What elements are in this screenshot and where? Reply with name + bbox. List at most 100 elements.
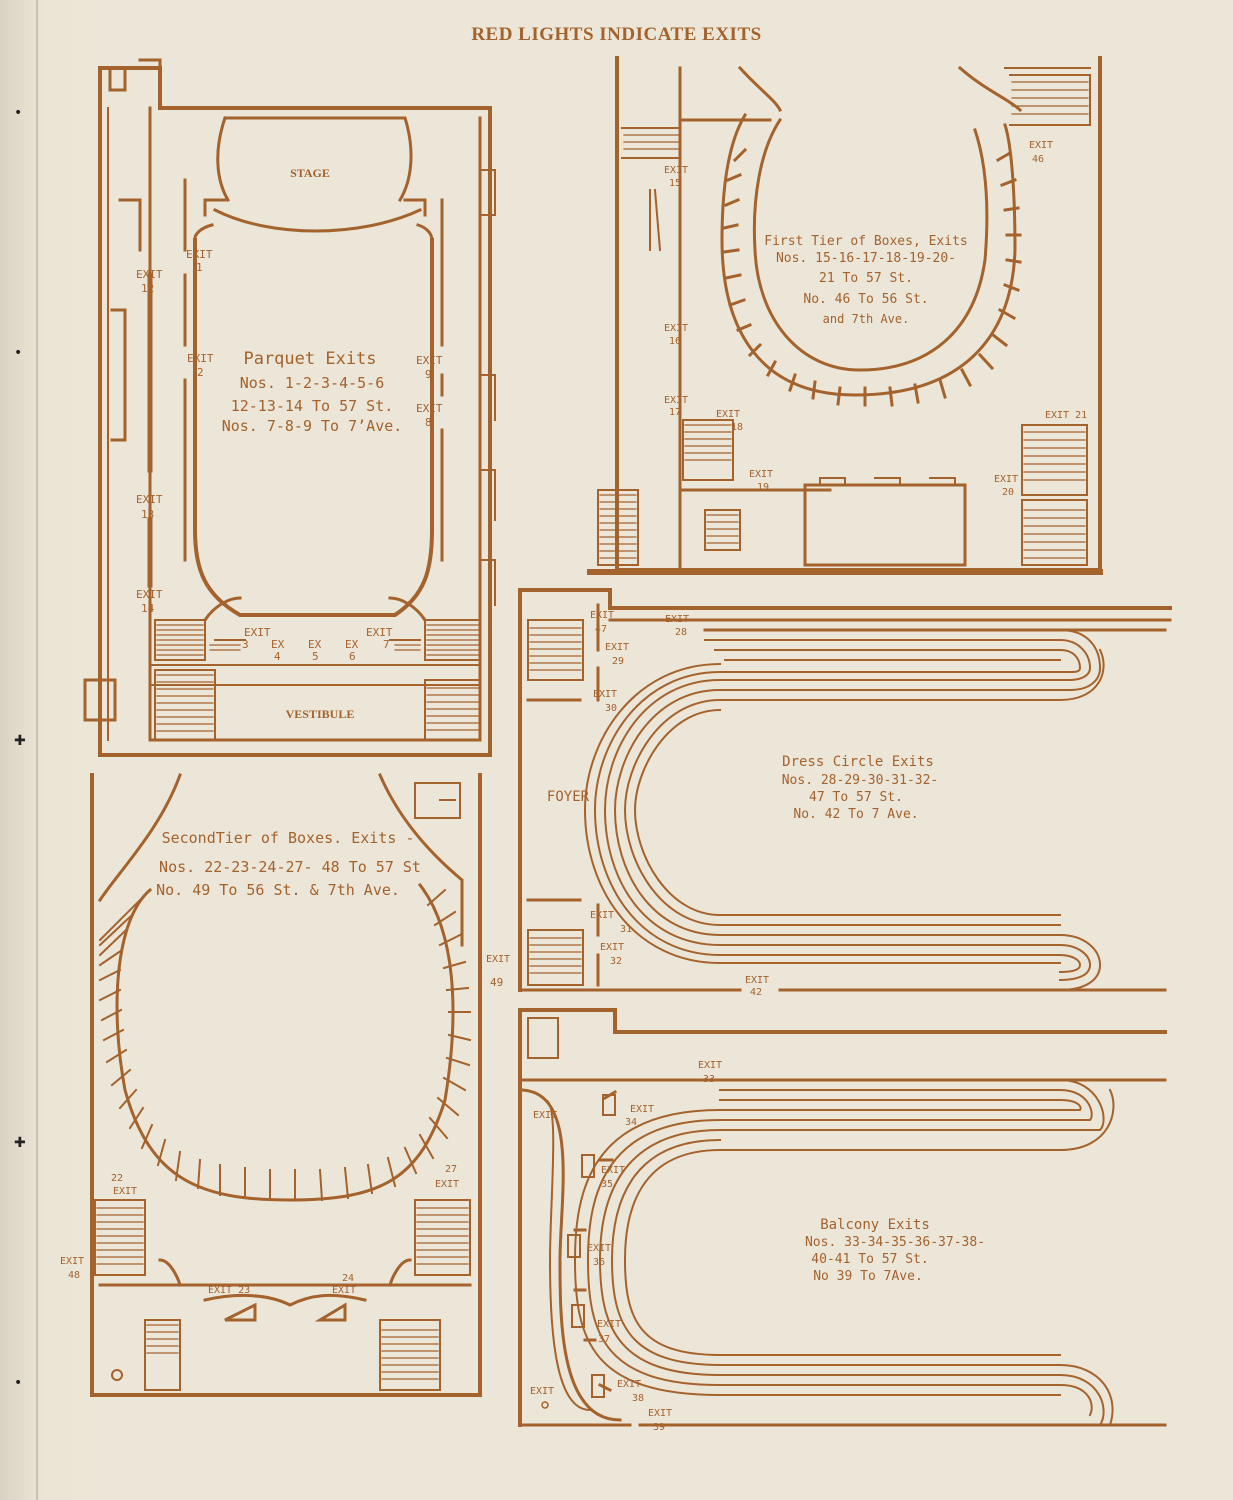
exit-number: 8 — [425, 416, 432, 429]
exit-label: EXIT — [1029, 140, 1053, 151]
exit-number: 14 — [141, 602, 155, 615]
exit-label: EXIT — [716, 409, 740, 420]
exit-number: 13 — [141, 508, 154, 521]
second-tier-caption-line: No. 49 To 56 St. & 7th Ave. — [156, 881, 400, 899]
parquet-caption-line: 12-13-14 To 57 St. — [231, 397, 394, 415]
parquet-caption-title: Parquet Exits — [243, 349, 376, 369]
exit-label: EXIT 23 — [208, 1285, 250, 1296]
exit-number: 30 — [605, 703, 617, 714]
second-tier-labels: SecondTier of Boxes. Exits - Nos. 22-23-… — [60, 829, 510, 1296]
binding-edge — [36, 0, 38, 1500]
first-tier-caption-line: Nos. 15-16-17-18-19-20- — [776, 251, 956, 266]
parquet-stair-hatching — [156, 624, 479, 732]
exit-number: 4 — [274, 650, 281, 663]
staple-hole-icon: • — [14, 1375, 23, 1391]
exit-label: EXIT — [664, 395, 688, 406]
exit-number: 20 — [1002, 487, 1014, 498]
exit-label: EXIT — [600, 942, 624, 953]
exit-number: 1 — [196, 261, 203, 274]
exit-label: EXIT — [486, 954, 510, 965]
first-tier-caption-title: First Tier of Boxes, Exits — [764, 234, 968, 249]
balcony-caption-line: 40-41 To 57 St. — [811, 1252, 928, 1267]
exit-number: 34 — [625, 1117, 637, 1128]
foyer-label: FOYER — [547, 789, 590, 805]
exit-number: 28 — [675, 627, 687, 638]
exit-label: EXIT — [332, 1285, 356, 1296]
exit-number: 22 — [111, 1173, 123, 1184]
exit-label: EXIT — [597, 1319, 621, 1330]
dress-circle-hatching — [529, 627, 582, 974]
exit-number: 15 — [669, 178, 681, 189]
exit-number: 37 — [598, 1334, 610, 1345]
first-tier-caption-line: 21 To 57 St. — [819, 271, 913, 286]
exit-number: 33 — [703, 1074, 715, 1085]
exit-label: EXIT — [113, 1186, 137, 1197]
dress-circle-labels: FOYER Dress Circle Exits Nos. 28-29-30-3… — [547, 610, 938, 998]
staple-icon: ✚ — [14, 1135, 26, 1151]
exit-label: EXIT — [366, 626, 393, 639]
parquet-caption-line: Nos. 7-8-9 To 7’Ave. — [222, 417, 403, 435]
balcony-labels: Balcony Exits Nos. 33-34-35-36-37-38- 40… — [530, 1060, 985, 1433]
exit-number: 27 — [445, 1164, 457, 1175]
balcony-caption-line: No 39 To 7Ave. — [813, 1269, 923, 1284]
second-tier-caption-title: SecondTier of Boxes. Exits - — [162, 829, 415, 847]
second-tier-caption-line: Nos. 22-23-24-27- 48 To 57 St — [159, 858, 421, 876]
exit-label: EXIT — [136, 493, 163, 506]
dress-circle-caption-title: Dress Circle Exits — [782, 754, 934, 770]
exit-label: EXIT — [601, 1165, 625, 1176]
exit-label: EX — [308, 638, 322, 651]
exit-number: 7 — [383, 638, 390, 651]
exit-label: EXIT — [617, 1379, 641, 1390]
staple-hole-icon: • — [14, 105, 23, 121]
exit-label: EXIT — [136, 268, 163, 281]
exit-label: EX — [345, 638, 359, 651]
vestibule-label: VESTIBULE — [286, 707, 355, 721]
first-tier-caption-line: No. 46 To 56 St. — [803, 292, 928, 307]
exit-number: 48 — [68, 1270, 80, 1281]
exit-number: 16 — [669, 336, 681, 347]
first-tier-plan — [587, 56, 1103, 575]
dress-circle-caption-line: No. 42 To 7 Ave. — [793, 807, 918, 822]
exit-label: EXIT — [605, 642, 629, 653]
dress-circle-plan — [518, 588, 1172, 992]
second-tier-plan — [90, 773, 482, 1397]
exit-label: EXIT — [530, 1386, 554, 1397]
exit-number: 36 — [593, 1257, 605, 1268]
exit-label: EXIT — [136, 588, 163, 601]
exit-number: 29 — [612, 656, 624, 667]
balcony-caption-line: Nos. 33-34-35-36-37-38- — [805, 1235, 985, 1250]
exit-number: 38 — [632, 1393, 644, 1404]
page-title: RED LIGHTS INDICATE EXITS — [471, 24, 762, 45]
exit-number: 12 — [141, 282, 154, 295]
exit-label: EXIT — [435, 1179, 459, 1190]
exit-label: EXIT — [749, 469, 773, 480]
staple-icon: ✚ — [14, 733, 26, 749]
exit-label: EXIT — [187, 352, 214, 365]
exit-label: EXIT — [698, 1060, 722, 1071]
exit-number: 49 — [490, 976, 503, 989]
second-tier-box-dividers — [98, 888, 472, 1202]
exit-label: EXIT — [587, 1243, 611, 1254]
exit-number: 6 — [349, 650, 356, 663]
exit-label: EXIT — [186, 248, 213, 261]
exit-label: EXIT — [664, 165, 688, 176]
second-tier-hatching — [96, 1207, 469, 1380]
exit-label: EXIT — [416, 354, 443, 367]
exit-label: EXIT — [590, 610, 614, 621]
exit-number: 31 — [620, 924, 632, 935]
exit-number: 19 — [757, 482, 769, 493]
balcony-caption-title: Balcony Exits — [820, 1217, 930, 1233]
exit-label: EXIT — [244, 626, 271, 639]
parquet-labels: STAGE VESTIBULE Parquet Exits Nos. 1-2-3… — [136, 166, 443, 721]
exit-number: 42 — [750, 987, 762, 998]
first-tier-box-dividers — [722, 147, 1022, 407]
exit-label: EXIT — [533, 1110, 557, 1121]
exit-number: 32 — [610, 956, 622, 967]
stage-label: STAGE — [290, 166, 330, 180]
exit-label: EXIT — [593, 689, 617, 700]
parquet-plan — [83, 58, 496, 757]
exit-label: EXIT — [630, 1104, 654, 1115]
exit-label: EXIT — [60, 1256, 84, 1267]
